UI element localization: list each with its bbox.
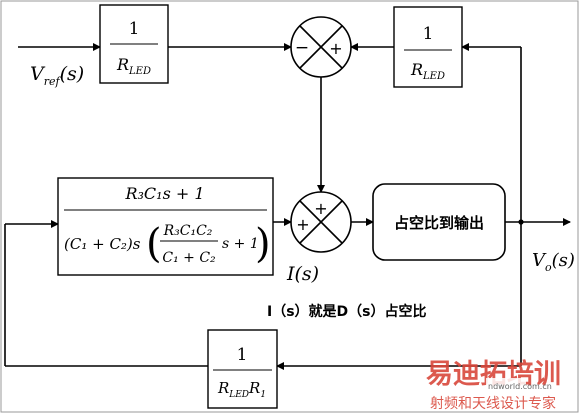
compensator-right-paren: ) xyxy=(255,221,271,267)
watermark-site-text: ndworld.com.cn xyxy=(488,382,552,391)
output-signal-label: Vo(s) xyxy=(532,250,575,274)
watermark-sub-text: 射频和天线设计专家 xyxy=(430,395,556,412)
block-bottom-den: RLEDR1 xyxy=(217,379,266,400)
output-junction-dot xyxy=(518,219,524,225)
summing-junction-top: − + xyxy=(290,16,352,78)
block-duty-to-output: 占空比到输出 xyxy=(372,183,506,261)
compensator-inner-den: C₁ + C₂ xyxy=(162,250,216,266)
sum-top-plus-sign: + xyxy=(329,39,342,58)
block-top-left-den: RLED xyxy=(116,55,151,77)
compensator-inner-num: R₃C₁C₂ xyxy=(163,223,213,239)
sum-top-minus-sign: − xyxy=(295,38,309,58)
watermark-logo: 易迪拓培训 ndworld.com.cn 射频和天线设计专家 xyxy=(426,359,561,412)
block-top-left: 1 RLED xyxy=(99,4,169,84)
current-signal-label: I(s) xyxy=(286,263,319,285)
block-compensator: R₃C₁s + 1 (C₁ + C₂)s ( ) R₃C₁C₂ C₁ + C₂ … xyxy=(57,177,274,276)
sum-middle-left-plus-sign: + xyxy=(296,215,309,234)
duty-annotation: I（s）就是D（s）占空比 xyxy=(267,303,427,320)
block-top-right-den: RLED xyxy=(410,60,445,82)
compensator-numerator: R₃C₁s + 1 xyxy=(124,184,204,203)
summing-junction-middle: + + xyxy=(290,191,352,253)
block-top-left-num: 1 xyxy=(129,19,140,39)
block-top-right-num: 1 xyxy=(423,24,434,44)
duty-to-output-label: 占空比到输出 xyxy=(394,214,484,232)
compensator-left-paren: ( xyxy=(146,221,162,267)
compensator-inner-tail: s + 1 xyxy=(222,236,259,252)
block-bottom-num: 1 xyxy=(237,345,248,365)
compensator-den-prefix: (C₁ + C₂)s xyxy=(64,235,141,253)
sum-middle-top-plus-sign: + xyxy=(314,199,327,218)
block-bottom: 1 RLEDR1 xyxy=(207,329,278,409)
signal-wires xyxy=(4,43,571,370)
input-signal-label: Vref(s) xyxy=(30,63,84,88)
block-top-right: 1 RLED xyxy=(393,6,463,88)
